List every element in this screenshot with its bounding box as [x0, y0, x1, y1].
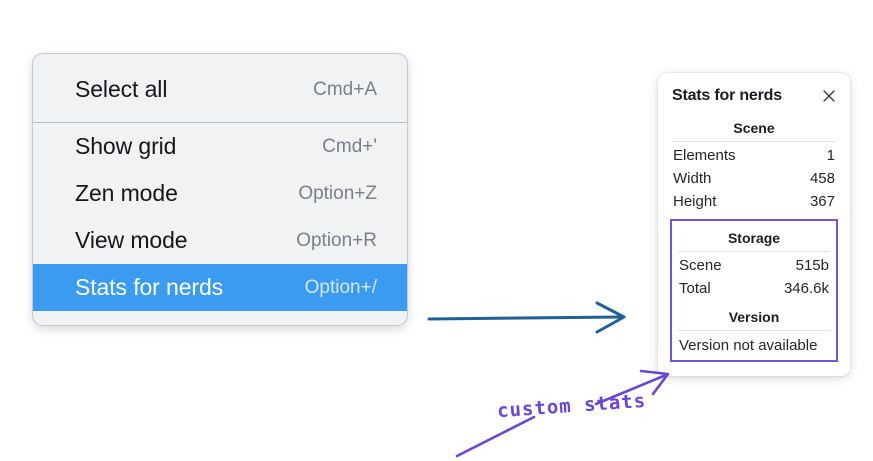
stat-value: 458	[809, 170, 835, 187]
stat-value: 1	[826, 147, 835, 164]
stat-key: Height	[673, 193, 717, 210]
stat-row-storage-scene: Scene 515b	[676, 254, 832, 277]
section-rule	[672, 141, 836, 142]
blue-arrow-icon	[427, 301, 626, 334]
stat-value: 346.6k	[783, 280, 829, 297]
menu-item-label: View mode	[75, 227, 188, 253]
menu-item-stats-for-nerds[interactable]: Stats for nerds Option+/	[33, 264, 407, 311]
menu-item-label: Stats for nerds	[75, 274, 224, 300]
menu-item-label: Show grid	[75, 133, 177, 159]
menu-item-label: Select all	[75, 76, 168, 102]
menu-item-select-all[interactable]: Select all Cmd+A	[33, 66, 407, 113]
stat-row-height: Height 367	[670, 190, 838, 213]
section-rule	[678, 251, 830, 252]
stat-key: Width	[673, 170, 712, 187]
menu-item-shortcut: Option+Z	[298, 182, 377, 204]
menu-item-view-mode[interactable]: View mode Option+R	[33, 217, 407, 264]
menu-item-label: Zen mode	[75, 180, 178, 206]
stat-key: Elements	[673, 147, 736, 164]
stat-key: Scene	[679, 257, 722, 274]
stat-value: 367	[809, 193, 835, 210]
section-heading-version: Version	[728, 309, 780, 325]
stats-panel-titlebar: Stats for nerds	[670, 85, 838, 111]
stats-panel-title: Stats for nerds	[672, 87, 782, 104]
stat-row-width: Width 458	[670, 167, 838, 190]
stat-value: 515b	[795, 257, 829, 274]
stat-row-elements: Elements 1	[670, 144, 838, 167]
menu-top-padding	[33, 54, 407, 66]
menu-item-shortcut: Cmd+'	[322, 135, 377, 157]
section-rule	[678, 330, 830, 331]
stat-row-storage-total: Total 346.6k	[676, 277, 832, 300]
stats-panel: Stats for nerds Scene Elements 1 Width 4…	[658, 73, 850, 376]
close-icon[interactable]	[820, 87, 838, 105]
menu-item-show-grid[interactable]: Show grid Cmd+'	[33, 123, 407, 170]
stat-row-version: Version not available	[679, 337, 818, 354]
context-menu: Select all Cmd+A Show grid Cmd+' Zen mod…	[32, 53, 408, 326]
custom-stats-highlight-box: Storage Scene 515b Total 346.6k Version …	[670, 219, 838, 362]
handwritten-note: custom stats	[496, 389, 647, 423]
menu-item-shortcut: Option+R	[296, 229, 377, 251]
menu-item-shortcut: Option+/	[304, 276, 377, 298]
section-heading-storage: Storage	[727, 230, 781, 246]
stat-key: Total	[679, 280, 711, 297]
section-heading-scene: Scene	[733, 120, 775, 136]
menu-item-shortcut: Cmd+A	[313, 78, 377, 100]
menu-separator	[33, 122, 407, 123]
menu-item-zen-mode[interactable]: Zen mode Option+Z	[33, 170, 407, 217]
purple-underline-stroke	[455, 415, 536, 458]
menu-bottom-padding	[33, 311, 407, 325]
